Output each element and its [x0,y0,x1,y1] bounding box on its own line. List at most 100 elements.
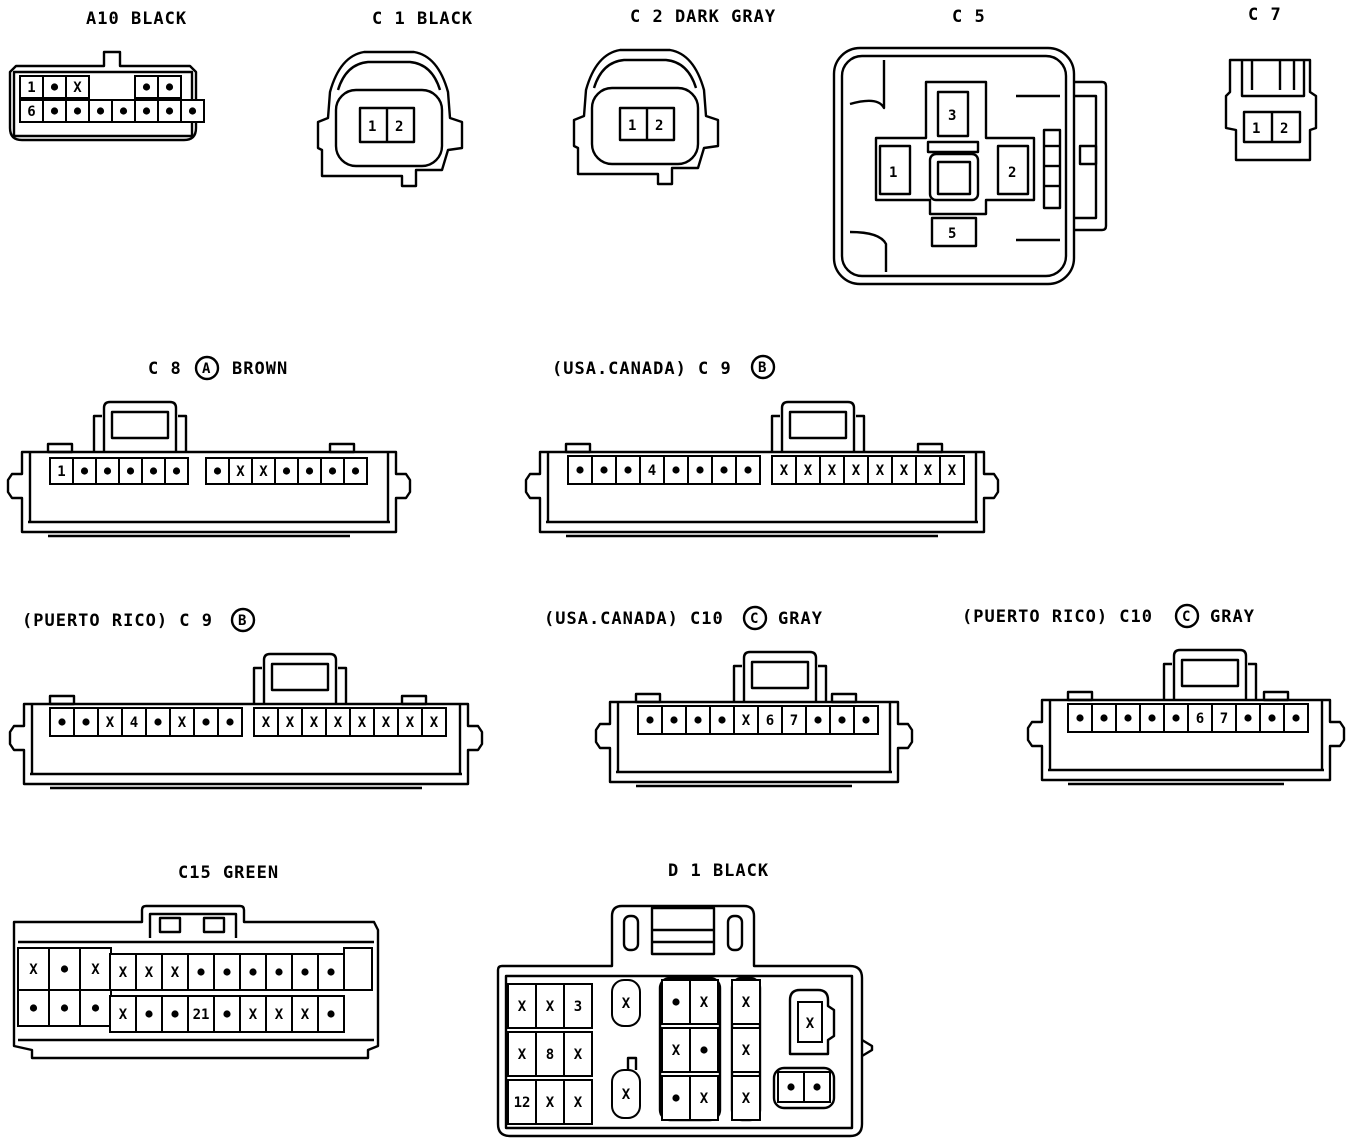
a10-r2-pin-5-dot [119,107,128,115]
c8-left-pin-3-dot [103,467,112,475]
c10-usa-pin-2-dot [670,716,678,724]
c10-pr-pin-9-dot [1268,714,1276,722]
c15-top-pin-2-dot [60,965,69,973]
c15-bot-pin-8-dot [223,1010,231,1018]
c15-bot-pin-3-dot [91,1004,100,1012]
c15-bot-pin-11-box [291,995,319,1033]
c15-bot-pin-2-dot [60,1004,69,1012]
d1-pair-pin-2-dot [813,1083,821,1091]
c15-top-pin-10-box [265,953,293,991]
a10-r1-pin-1: 1 [27,80,35,96]
c9-pr-left-pin-8-dot [226,718,234,726]
c2-label: C 2 DARK GRAY [630,7,776,27]
d1-grid-r3-c3-box [563,1079,593,1125]
c15-bot-pin-10: X [275,1007,284,1023]
d1-right-pin-2: X [742,1043,751,1059]
c5-pin-1: 1 [889,165,897,181]
c10-usa-pin-1-dot [646,716,654,724]
c9-pr-right-pin-7: X [406,715,415,731]
c10-pr-pin-10-box [1283,703,1309,733]
d1-right-pin-2-box [731,1027,761,1073]
c10-usa-housing [594,650,914,788]
c10-usa-pin-2-box [661,705,687,735]
c9-pr-right-pin-4-box [325,707,351,737]
d1-label: D 1 BLACK [668,861,769,881]
d1-grid-r3-c2-box [535,1079,565,1125]
c5-pin-5: 5 [948,226,956,242]
c10-usa-pin-5-box [733,705,759,735]
c9-pr-left-pin-1-dot [58,718,66,726]
c8-right-pin-3: X [259,464,268,480]
c15-top-pin-9-dot [249,968,257,976]
c9-pr-right-pin-1: X [262,715,271,731]
d1-grid-r1-c2-box [535,983,565,1029]
d1-mid-pin-3: X [672,1043,681,1059]
c2-pin-1: 1 [628,118,636,134]
d1-mid-pin-6: X [700,1091,709,1107]
connector-c5: C 5 3 1 2 5 [832,7,1108,286]
a10-r1-pin-7-dot [142,83,151,91]
c10-pr-pin-7-box [1211,703,1237,733]
c15-label: C15 GREEN [178,863,279,883]
connector-c7: C 7 1 2 [1224,5,1318,162]
c15-top-pin-4: X [119,965,128,981]
d1-mid-pin-2: X [700,995,709,1011]
c15-bot-pin-11: X [301,1007,310,1023]
d1-grid-r2-c1: X [518,1047,527,1063]
c10-pr-housing [1026,648,1346,786]
c9-usa-right-pin-3: X [828,463,837,479]
c10-usa-badge: C [750,611,758,627]
c9-usa-housing [524,400,1000,538]
d1-grid-r2-c2-box [535,1031,565,1077]
c9-pr-left-pin-5-dot [154,718,162,726]
c15-bot-pin-5-dot [145,1010,153,1018]
c10-pr-pin-7: 7 [1220,711,1228,727]
c10-pr-pin-3-dot [1124,714,1132,722]
c9-usa-label-prefix: (USA.CANADA) C 9 [552,359,732,379]
c15-top-pin-6-box [161,953,189,991]
connector-c1: C 1 BLACK 1 2 [316,9,472,188]
c8-left-pin-1: 1 [57,464,65,480]
c15-bot-pin-9: X [249,1007,258,1023]
d1-mid-pin-4-dot [700,1046,708,1054]
c10-pr-pin-1-dot [1076,714,1084,722]
c5-label: C 5 [952,7,986,27]
c9-usa-right-pin-8-box [939,455,965,485]
c9-pr-right-pin-1-box [253,707,279,737]
a10-r1-pin-3: X [73,80,82,96]
c15-top-pin-7-box [187,953,215,991]
c5-pin-2: 2 [1008,165,1016,181]
c9-pr-right-pin-2-box [277,707,303,737]
c9-usa-left-pin-5-dot [672,466,680,474]
d1-mid-pin-2-box [689,979,719,1025]
c9-pr-right-pin-4: X [334,715,343,731]
c8-badge: A [202,361,211,377]
a10-r2-pin-3-dot [73,107,82,115]
c9-pr-left-pin-3-box [97,707,123,737]
c15-top-pin-1-box [17,947,50,991]
c10-pr-label-prefix: (PUERTO RICO) C10 [962,607,1153,627]
c9-usa-right-pin-7: X [924,463,933,479]
c10-pr-pin-10-dot [1292,714,1300,722]
d1-right-pin-3-box [731,1075,761,1121]
d1-side-pin: X [806,1016,815,1032]
c8-left-pin-2-dot [80,467,89,475]
d1-grid-r1-c2: X [546,999,555,1015]
c15-top-pin-5: X [145,965,154,981]
d1-mid-pin-3-box [661,1027,691,1073]
c10-pr-pin-6-box [1187,703,1213,733]
c1-pin-1: 1 [368,119,376,135]
c8-right-pin-6-dot [328,467,337,475]
c9-usa-right-pin-4: X [852,463,861,479]
c9-pr-left-pin-7-dot [202,718,210,726]
d1-grid-r1-c3-box [563,983,593,1029]
c9-usa-left-pin-4: 4 [648,463,656,479]
d1-grid-r1-c1: X [518,999,527,1015]
